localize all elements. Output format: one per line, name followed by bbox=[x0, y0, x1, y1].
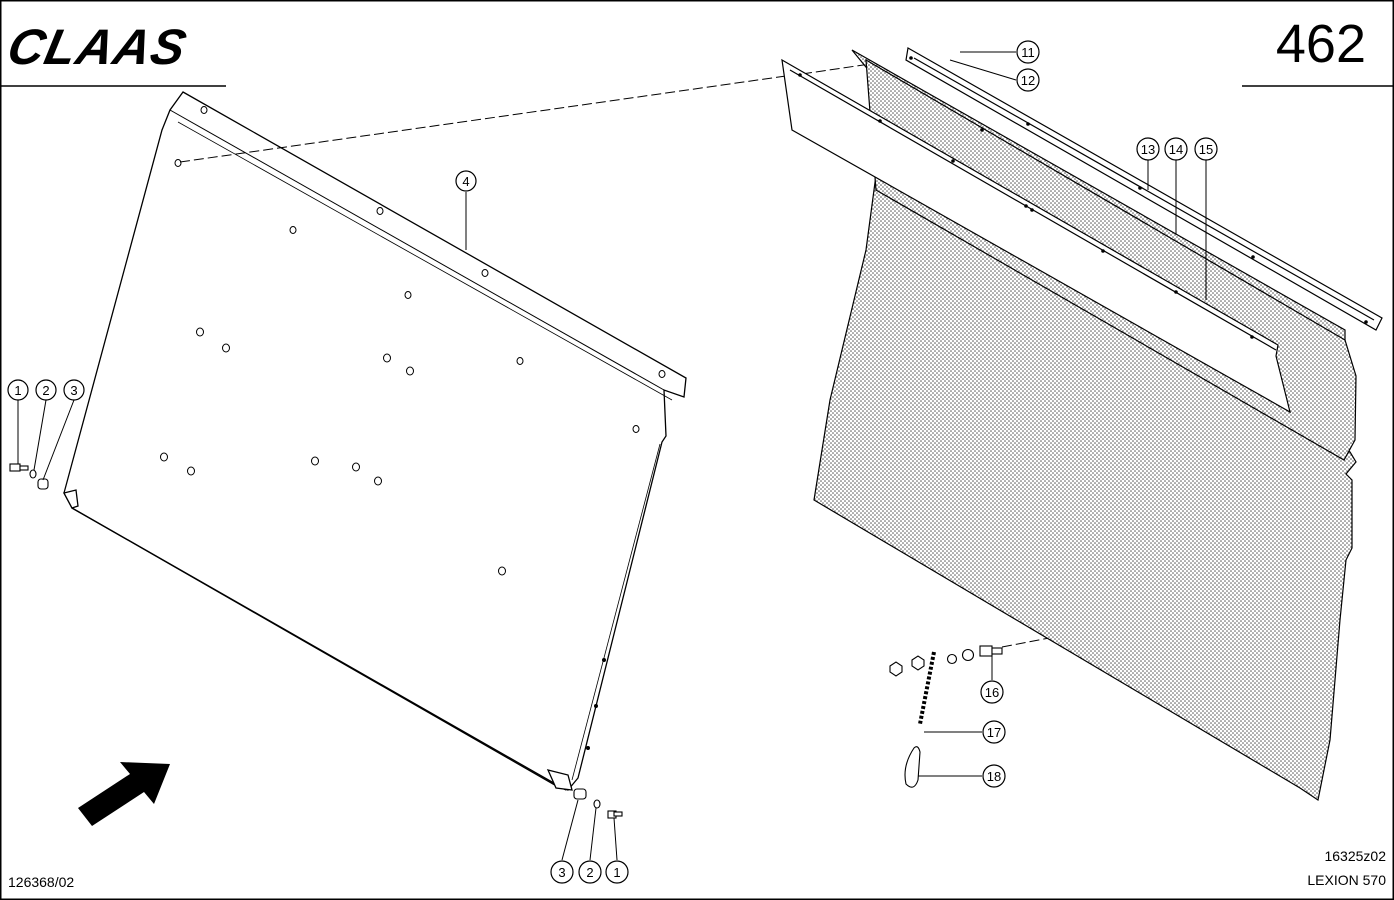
svg-text:14: 14 bbox=[1169, 142, 1183, 157]
callouts: 1 2 3 4 11 12 13 14 15 16 17 18 3 2 1 bbox=[7, 40, 1218, 884]
bottom-fasteners bbox=[573, 788, 623, 819]
svg-text:2: 2 bbox=[586, 865, 593, 880]
svg-text:2: 2 bbox=[42, 383, 49, 398]
svg-text:12: 12 bbox=[1021, 73, 1035, 88]
svg-text:3: 3 bbox=[558, 865, 565, 880]
clamp-bar bbox=[905, 47, 1383, 331]
drawing-reference: 126368/02 bbox=[8, 874, 75, 890]
svg-text:18: 18 bbox=[987, 769, 1001, 784]
callout-15: 15 bbox=[1194, 137, 1218, 161]
svg-text:15: 15 bbox=[1199, 142, 1213, 157]
svg-text:1: 1 bbox=[613, 865, 620, 880]
figure-code: 16325z02 bbox=[1324, 848, 1386, 864]
nut-icon bbox=[889, 661, 903, 677]
callout-13: 13 bbox=[1136, 137, 1160, 161]
chain-hardware bbox=[889, 645, 1003, 788]
nut-icon bbox=[911, 655, 925, 671]
callout-18: 18 bbox=[982, 764, 1006, 788]
bolt-icon bbox=[9, 463, 21, 472]
svg-text:16: 16 bbox=[985, 685, 999, 700]
page-number: 462 bbox=[1275, 14, 1366, 74]
bushing-icon bbox=[573, 788, 587, 800]
alignment-lines bbox=[179, 63, 1066, 648]
callout-11: 11 bbox=[1016, 40, 1040, 64]
washer-icon bbox=[593, 799, 601, 809]
strip-holes bbox=[798, 56, 1368, 339]
arrow-icon bbox=[78, 762, 170, 826]
callout-12: 12 bbox=[1016, 68, 1040, 92]
callout-3-bottom: 3 bbox=[550, 860, 574, 884]
callout-1: 1 bbox=[7, 379, 29, 401]
callout-17: 17 bbox=[982, 720, 1006, 744]
svg-text:3: 3 bbox=[70, 383, 77, 398]
hook-icon bbox=[904, 746, 921, 788]
callout-1-bottom: 1 bbox=[605, 860, 629, 884]
model-name: LEXION 570 bbox=[1307, 872, 1386, 888]
svg-text:13: 13 bbox=[1141, 142, 1155, 157]
callout-2: 2 bbox=[35, 379, 57, 401]
svg-text:17: 17 bbox=[987, 725, 1001, 740]
left-fasteners bbox=[9, 463, 49, 490]
svg-text:11: 11 bbox=[1021, 45, 1035, 60]
svg-text:1: 1 bbox=[14, 383, 21, 398]
callout-16: 16 bbox=[980, 680, 1004, 704]
cover-panel bbox=[63, 91, 687, 791]
washer-icon bbox=[946, 653, 958, 665]
callout-3: 3 bbox=[63, 379, 85, 401]
callout-2-bottom: 2 bbox=[578, 860, 602, 884]
callout-4: 4 bbox=[455, 170, 477, 192]
callout-14: 14 bbox=[1164, 137, 1188, 161]
washer-icon bbox=[29, 469, 37, 479]
svg-text:4: 4 bbox=[462, 174, 469, 189]
bolt-icon bbox=[979, 645, 993, 657]
bushing-icon bbox=[37, 478, 49, 490]
chain-icon bbox=[918, 651, 936, 725]
panel-holes bbox=[160, 106, 666, 750]
leader-lines bbox=[17, 51, 1207, 861]
